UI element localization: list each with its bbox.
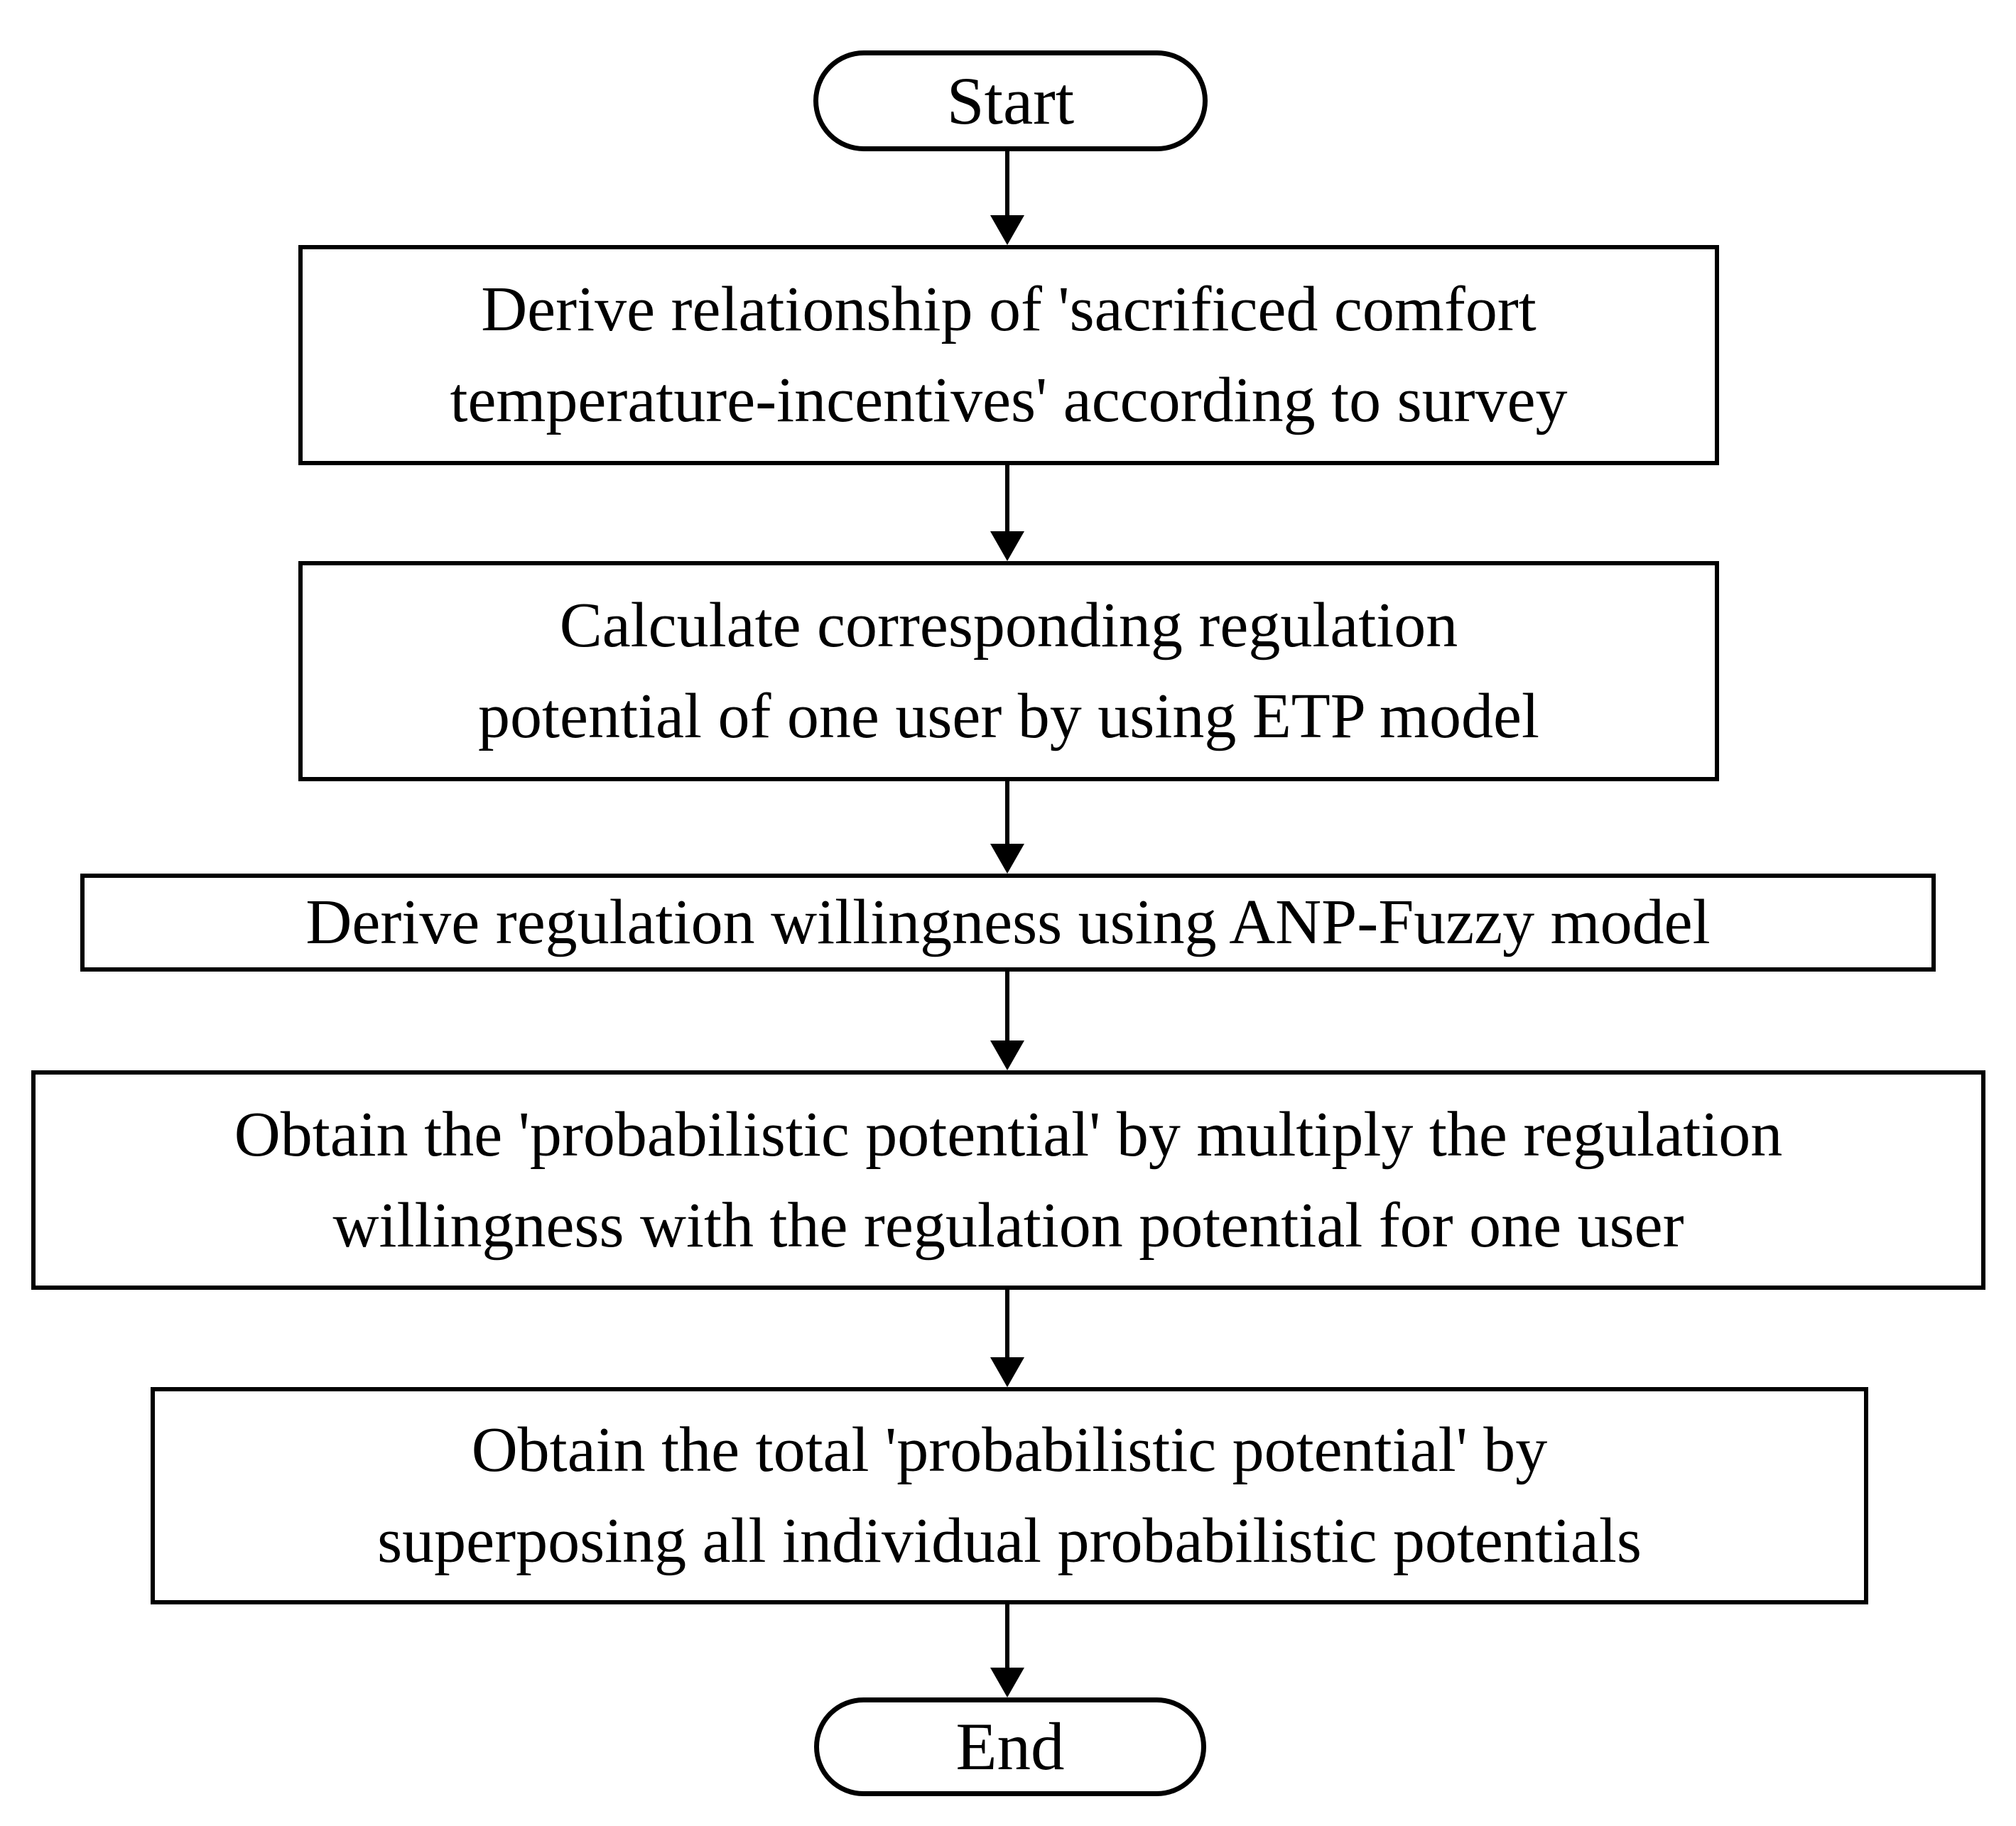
- arrow-shaft: [1005, 972, 1009, 1043]
- flow-node-calculate-potential: Calculate corresponding regulation poten…: [298, 561, 1719, 781]
- process-text-line: Calculate corresponding regulation: [559, 590, 1458, 661]
- arrow-shaft: [1005, 781, 1009, 847]
- process-text-line: Obtain the total 'probabilistic potentia…: [471, 1415, 1548, 1486]
- arrow-down-icon: [990, 215, 1024, 245]
- flow-arrow-start-to-step1: [990, 151, 1024, 245]
- arrow-shaft: [1005, 1290, 1009, 1360]
- start-label: Start: [946, 63, 1075, 138]
- flow-node-start: Start: [813, 50, 1208, 151]
- arrow-down-icon: [990, 1668, 1024, 1697]
- flow-node-derive-willingness: Derive regulation willingness using ANP-…: [80, 874, 1936, 972]
- flow-arrow-step5-to-end: [990, 1604, 1024, 1697]
- process-text-line: potential of one user by using ETP model: [478, 681, 1539, 751]
- process-text-line: Derive relationship of 'sacrificed comfo…: [481, 274, 1537, 345]
- flow-arrow-step2-to-step3: [990, 781, 1024, 874]
- process-text-line: Obtain the 'probabilistic potential' by …: [234, 1099, 1783, 1170]
- arrow-down-icon: [990, 1040, 1024, 1070]
- flow-node-obtain-probabilistic-potential: Obtain the 'probabilistic potential' by …: [31, 1070, 1985, 1290]
- arrow-shaft: [1005, 1604, 1009, 1670]
- flow-arrow-step3-to-step4: [990, 972, 1024, 1070]
- end-label: End: [955, 1709, 1065, 1784]
- arrow-down-icon: [990, 531, 1024, 561]
- arrow-shaft: [1005, 465, 1009, 534]
- flow-node-derive-relationship: Derive relationship of 'sacrificed comfo…: [298, 245, 1719, 465]
- process-text-line: Derive regulation willingness using ANP-…: [305, 887, 1711, 958]
- flow-node-end: End: [814, 1697, 1206, 1796]
- flow-arrow-step1-to-step2: [990, 465, 1024, 561]
- process-text-line: temperature-incentives' according to sur…: [450, 365, 1568, 435]
- flow-node-obtain-total-potential: Obtain the total 'probabilistic potentia…: [151, 1387, 1868, 1604]
- flow-arrow-step4-to-step5: [990, 1290, 1024, 1387]
- arrow-down-icon: [990, 844, 1024, 874]
- arrow-shaft: [1005, 151, 1009, 218]
- process-text-line: superposing all individual probabilistic…: [377, 1506, 1642, 1576]
- process-text-line: willingness with the regulation potentia…: [332, 1190, 1684, 1261]
- arrow-down-icon: [990, 1357, 1024, 1387]
